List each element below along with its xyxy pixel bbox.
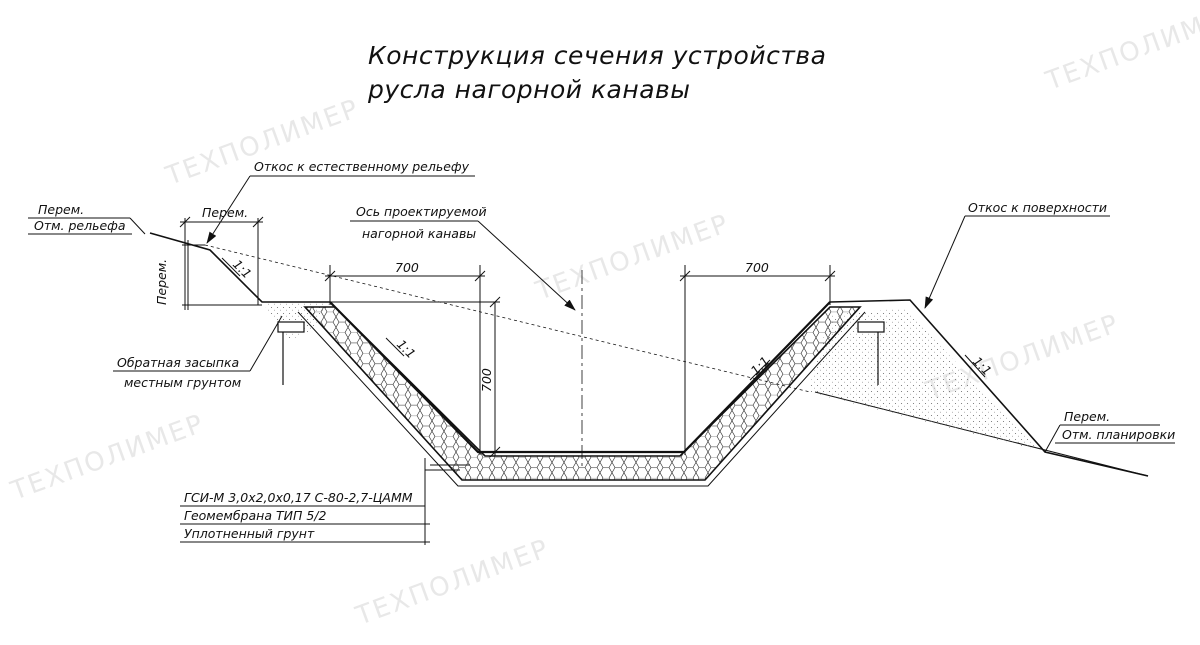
dimension-width-right: 700 bbox=[745, 260, 769, 275]
slope-indicators bbox=[221, 257, 986, 381]
drawing-title-line1: Конструкция сечения устройства bbox=[368, 41, 826, 70]
label-geomembrane: Геомембрана ТИП 5/2 bbox=[184, 508, 326, 523]
label-per-right: Перем. bbox=[1064, 409, 1110, 424]
leader-lines bbox=[28, 175, 1175, 545]
watermark-text: ТЕХПОЛИМЕР bbox=[6, 409, 209, 507]
label-per-left: Перем. bbox=[38, 202, 84, 217]
watermark-text: ТЕХПОЛИМЕР bbox=[161, 94, 364, 192]
label-slope-natural: Откос к естественному рельефу bbox=[254, 159, 470, 174]
dimension-width-left: 700 bbox=[395, 260, 419, 275]
anchors bbox=[277, 321, 885, 385]
label-axis-line1: Ось проектируемой bbox=[356, 204, 487, 219]
label-otm-plan: Отм. планировки bbox=[1062, 427, 1175, 442]
geomembrane-bottom-line bbox=[297, 311, 866, 487]
reference-line bbox=[204, 244, 811, 393]
label-soil: Уплотненный грунт bbox=[184, 526, 315, 541]
watermark-text: ТЕХПОЛИМЕР bbox=[531, 209, 734, 307]
label-otm-relief: Отм. рельефа bbox=[34, 218, 126, 233]
dimension-per-top: Перем. bbox=[202, 205, 248, 220]
slope-ratio-label: 1:1 bbox=[230, 257, 255, 282]
dimension-per-vertical: Перем. bbox=[154, 259, 169, 305]
label-backfill-line2: местным грунтом bbox=[124, 375, 241, 390]
label-backfill-line1: Обратная засыпка bbox=[117, 355, 239, 370]
dimension-lines bbox=[179, 216, 836, 458]
geomembrane-top-line bbox=[329, 301, 831, 454]
label-slope-surface: Откос к поверхности bbox=[968, 200, 1107, 215]
watermark-text: ТЕХПОЛИМЕР bbox=[351, 534, 554, 632]
drawing-title-line2: русла нагорной канавы bbox=[367, 75, 691, 104]
label-gsi: ГСИ-М 3,0х2,0х0,17 С-80-2,7-ЦАММ bbox=[184, 490, 413, 505]
watermark-text: ТЕХПОЛИМЕР bbox=[1041, 0, 1200, 97]
geocell-lining bbox=[303, 306, 862, 481]
backfill-right bbox=[808, 308, 1038, 450]
dimension-depth: 700 bbox=[479, 368, 494, 392]
label-axis-line2: нагорной канавы bbox=[362, 226, 476, 241]
slope-ratio-label: 1:1 bbox=[394, 337, 419, 362]
